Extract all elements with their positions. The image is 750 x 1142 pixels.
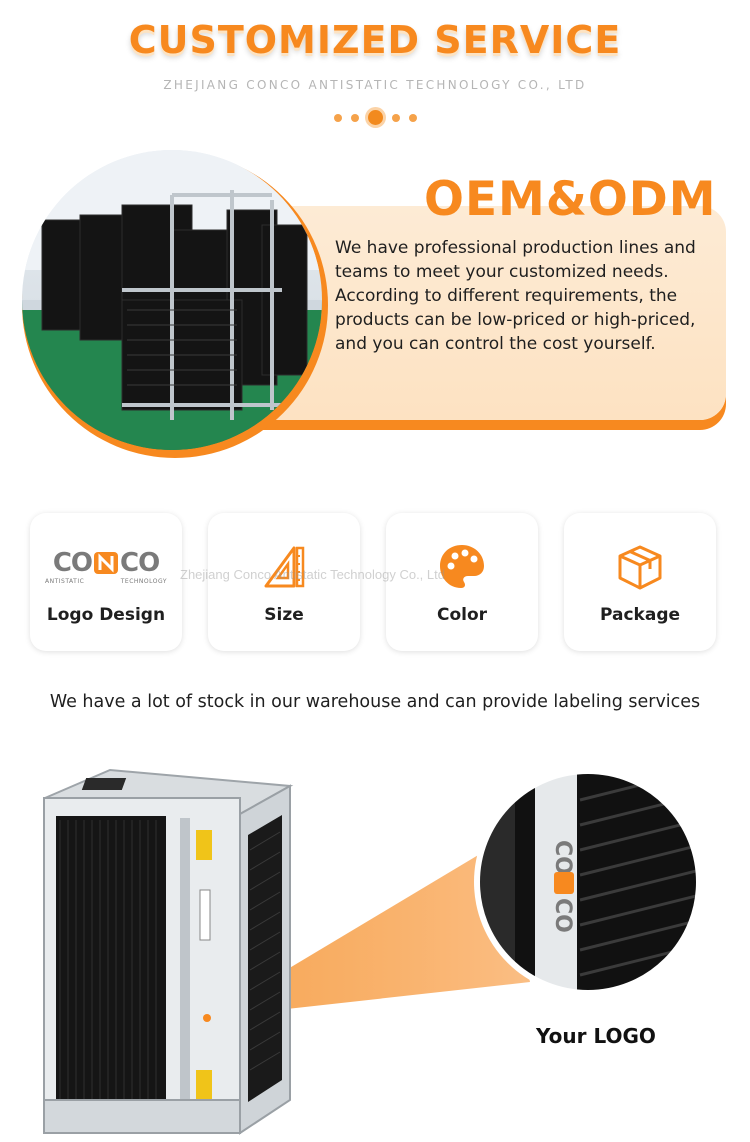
- logo-sub-right: TECHNOLOGY: [120, 577, 167, 585]
- feature-card-package: Package: [564, 513, 716, 651]
- decorative-dots: [0, 110, 750, 125]
- zoomed-logo: CO CO: [550, 840, 575, 933]
- feature-card-logo-design: CO CO ANTISTATIC TECHNOLOGY Logo Design: [30, 513, 182, 651]
- feature-label: Logo Design: [46, 605, 166, 625]
- feature-label: Package: [599, 605, 681, 625]
- ruler-triangle-icon: [208, 541, 360, 593]
- feature-label: Color: [436, 605, 488, 625]
- palette-icon: [386, 541, 538, 593]
- stock-statement: We have a lot of stock in our warehouse …: [49, 692, 701, 712]
- your-logo-label: Your LOGO: [536, 1024, 656, 1048]
- oem-paragraph-2: According to different requirements, the…: [335, 286, 696, 354]
- logo-text-right: CO: [120, 547, 160, 578]
- dot: [391, 113, 400, 122]
- oem-paragraph-1: We have professional production lines an…: [335, 238, 696, 282]
- logo-n-emblem-icon: [94, 551, 118, 574]
- logo-text-left: CO: [52, 547, 93, 578]
- feature-card-color: Color: [386, 513, 538, 651]
- feature-label: Size: [264, 605, 304, 625]
- watermark-text: Zhejiang Conco Antistatic Technology Co.…: [180, 567, 445, 582]
- dot-active: [367, 110, 383, 125]
- logo-sub-left: ANTISTATIC: [45, 577, 85, 585]
- dot: [350, 113, 359, 122]
- dot: [408, 113, 417, 122]
- zoom-logo-left: CO: [550, 840, 575, 875]
- dot: [333, 113, 342, 122]
- company-subtitle: ZHEJIANG CONCO ANTISTATIC TECHNOLOGY CO.…: [163, 78, 587, 92]
- feature-card-size: Size: [208, 513, 360, 651]
- rack-illustration: CO CO: [43, 768, 702, 1135]
- zoom-logo-right: CO: [550, 898, 575, 933]
- oem-description: We have professional production lines an…: [335, 236, 725, 356]
- factory-racks-illustration: [22, 150, 322, 450]
- conco-logo-icon: CO CO ANTISTATIC TECHNOLOGY: [30, 541, 182, 593]
- factory-photo: [22, 150, 322, 450]
- oem-heading: OEM&ODM: [424, 172, 717, 227]
- page-title: CUSTOMIZED SERVICE: [128, 18, 622, 62]
- box-icon: [564, 541, 716, 593]
